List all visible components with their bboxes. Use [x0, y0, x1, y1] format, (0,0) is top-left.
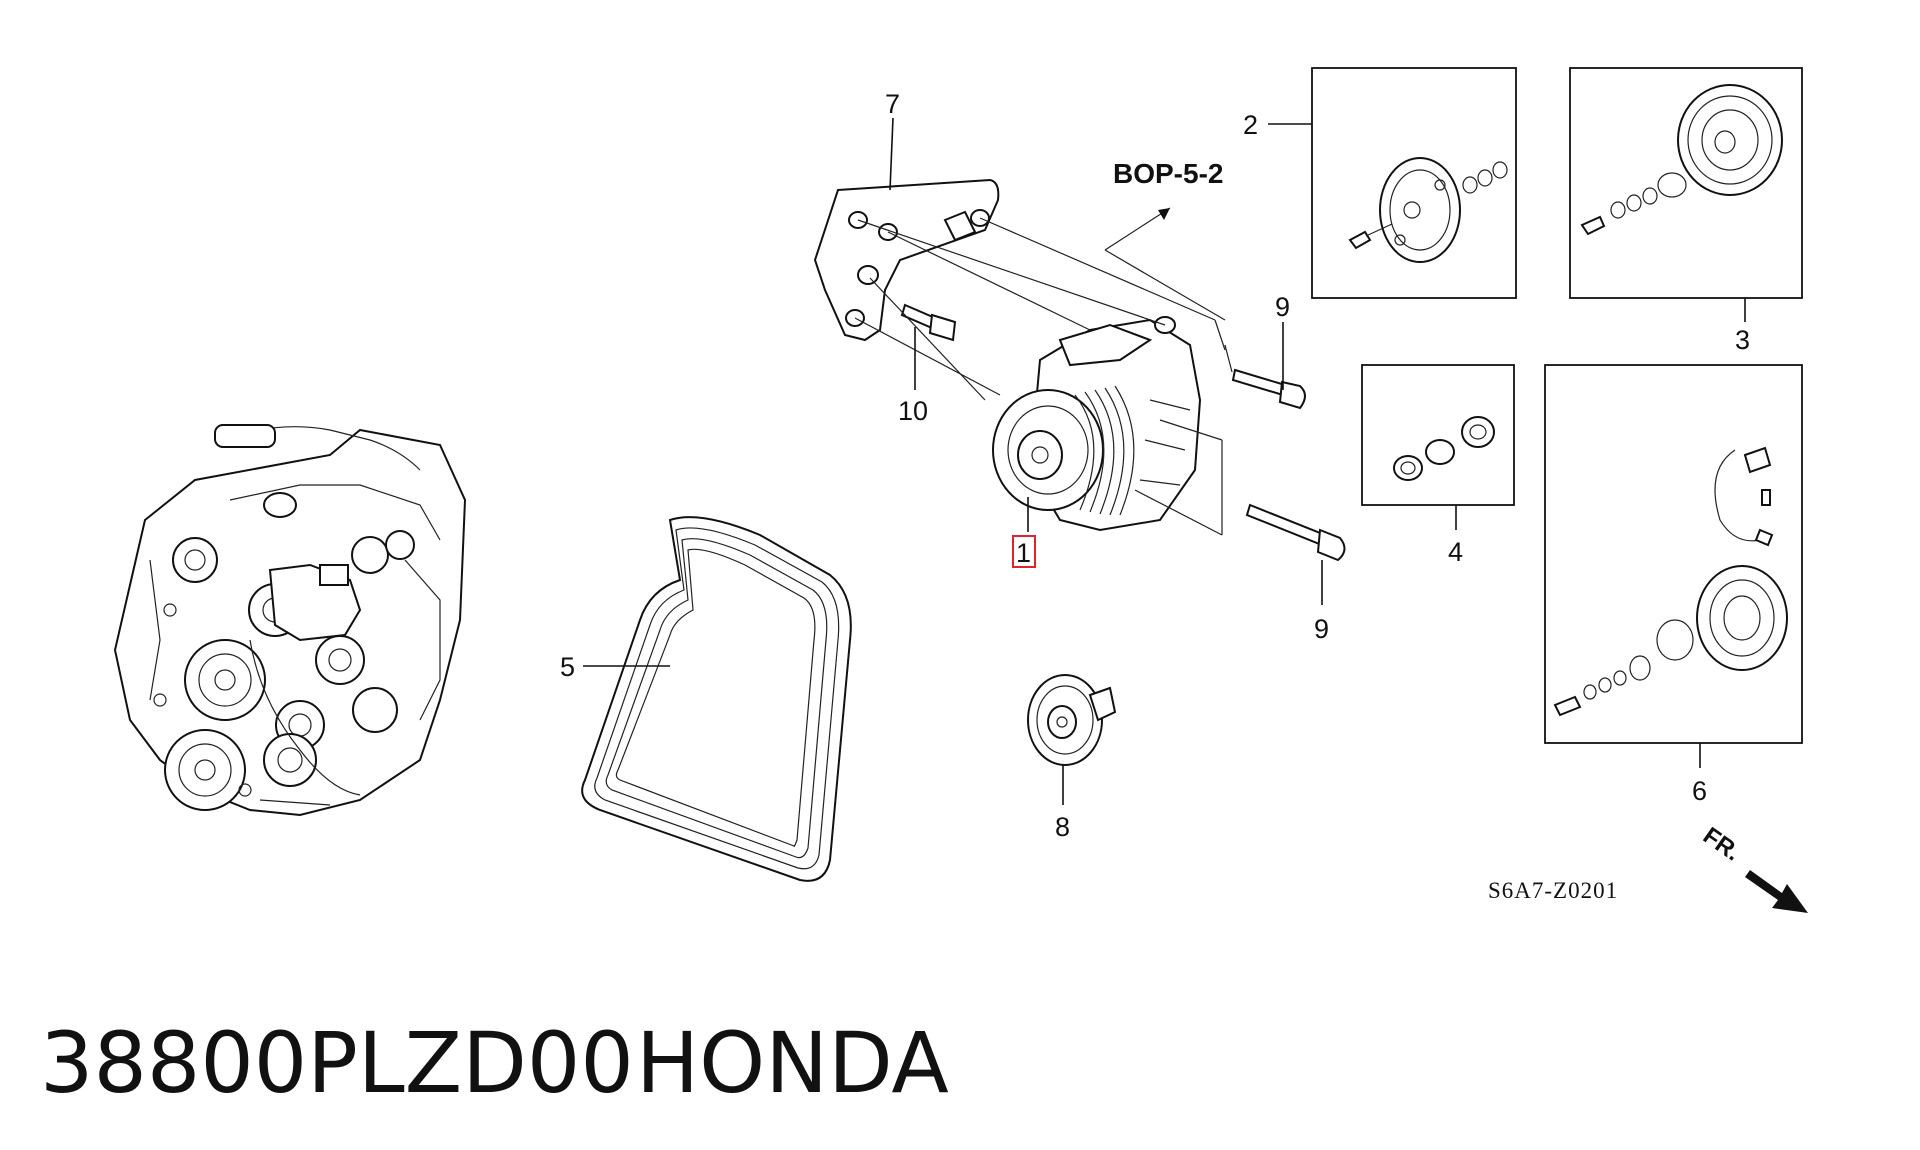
callout-7: 7: [885, 89, 900, 119]
callout-4: 4: [1448, 537, 1463, 567]
engine-assembly: [113, 424, 467, 817]
bop-reference-label: BOP-5-2: [1113, 158, 1223, 189]
inset-box-3: [1569, 67, 1803, 299]
front-arrow-icon: [1745, 870, 1808, 913]
inset-box-4: [1361, 364, 1515, 506]
callout-8: 8: [1055, 812, 1070, 842]
drawing-code: S6A7-Z0201: [1488, 878, 1618, 903]
callout-9-upper: 9: [1275, 292, 1290, 322]
callout-10: 10: [898, 396, 928, 426]
bop-reference-pointer: BOP-5-2: [1104, 158, 1226, 321]
brand-title: HONDA: [636, 1014, 949, 1112]
front-label: FR.: [1698, 822, 1745, 866]
part-number-title: 38800PLZD00: [40, 1014, 634, 1112]
drive-belt: [581, 516, 852, 882]
bolt-9-upper: [1231, 368, 1306, 410]
idler-pulley: [1027, 674, 1117, 766]
callout-2: 2: [1243, 110, 1258, 140]
callout-5: 5: [560, 652, 575, 682]
bolt-10: [900, 303, 957, 342]
assembly-lines: [854, 217, 1233, 536]
callout-9-lower: 9: [1314, 614, 1329, 644]
inset-box-2: [1311, 67, 1517, 299]
callout-6: 6: [1692, 776, 1707, 806]
callout-3: 3: [1735, 325, 1750, 355]
callout-1: 1: [1016, 538, 1031, 568]
highlight-box: [1012, 535, 1036, 568]
inset-box-6: [1544, 364, 1803, 744]
bolt-9-lower: [1245, 503, 1346, 562]
callout-leaders: [583, 117, 1746, 805]
ac-compressor: [992, 316, 1202, 532]
front-direction-indicator: FR.: [1698, 822, 1808, 913]
